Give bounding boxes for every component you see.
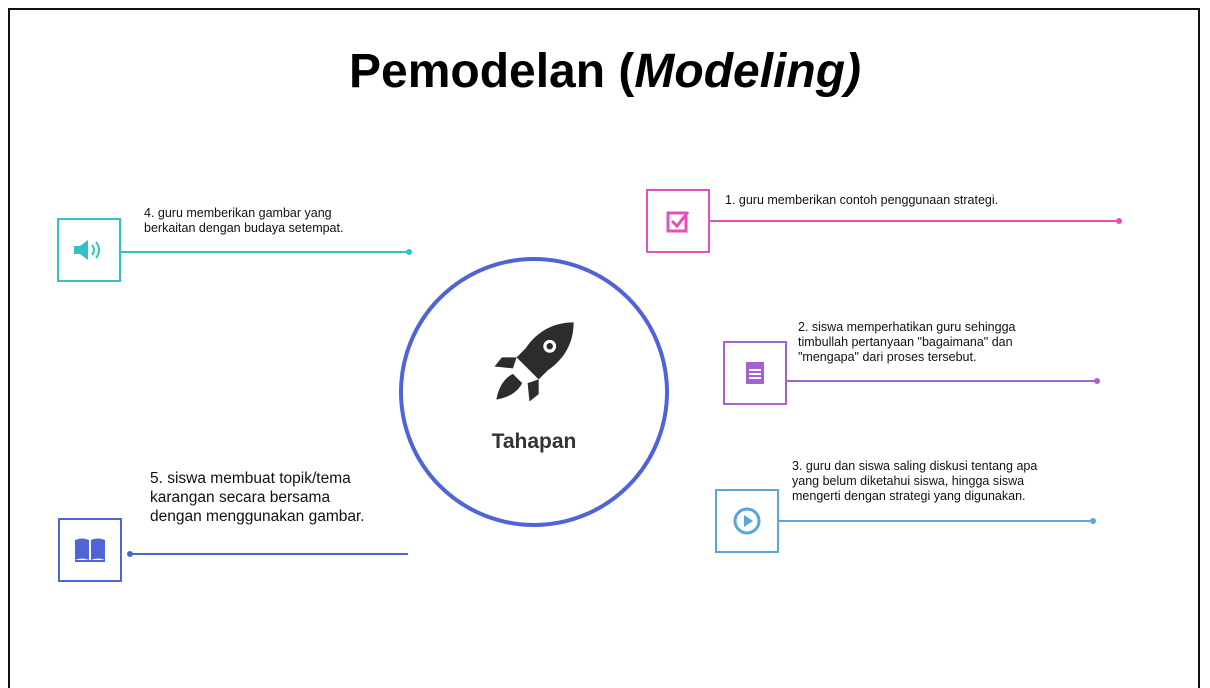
step-1-text: 1. guru memberikan contoh penggunaan str… (725, 193, 999, 207)
step-2-connector (787, 380, 1095, 382)
slide-title: Pemodelan (Modeling) (0, 44, 1210, 99)
notepad-icon (746, 362, 764, 384)
center-label: Tahapan (491, 430, 577, 453)
step-4-icon-box (57, 218, 121, 282)
step-1-icon-box (646, 189, 710, 253)
step-3-icon-box (715, 489, 779, 553)
step-1-dot (1116, 218, 1122, 224)
step-2-text: 2. siswa memperhatikan guru sehingga tim… (798, 320, 1016, 364)
step-3-connector (779, 520, 1092, 522)
step-3-text: 3. guru dan siswa saling diskusi tentang… (792, 459, 1038, 503)
step-2-icon-box (723, 341, 787, 405)
title-emphasis: Modeling) (634, 45, 862, 98)
step-3-dot (1090, 518, 1096, 524)
title-main: Pemodelan ( (348, 45, 635, 98)
speaker-icon (74, 240, 100, 260)
checkbox-icon (666, 211, 690, 233)
step-4-text: 4. guru memberikan gambar yang berkaitan… (144, 206, 344, 235)
book-icon (75, 538, 105, 562)
step-5-icon-box (58, 518, 122, 582)
step-5-text: 5. siswa membuat topik/tema karangan sec… (150, 470, 365, 525)
step-1-connector (710, 220, 1118, 222)
step-4-dot (406, 249, 412, 255)
slide-frame (8, 8, 1200, 688)
step-4-connector (121, 251, 408, 253)
step-5-connector (130, 553, 408, 555)
play-icon (733, 507, 761, 535)
rocket-icon (494, 322, 574, 402)
step-2-dot (1094, 378, 1100, 384)
